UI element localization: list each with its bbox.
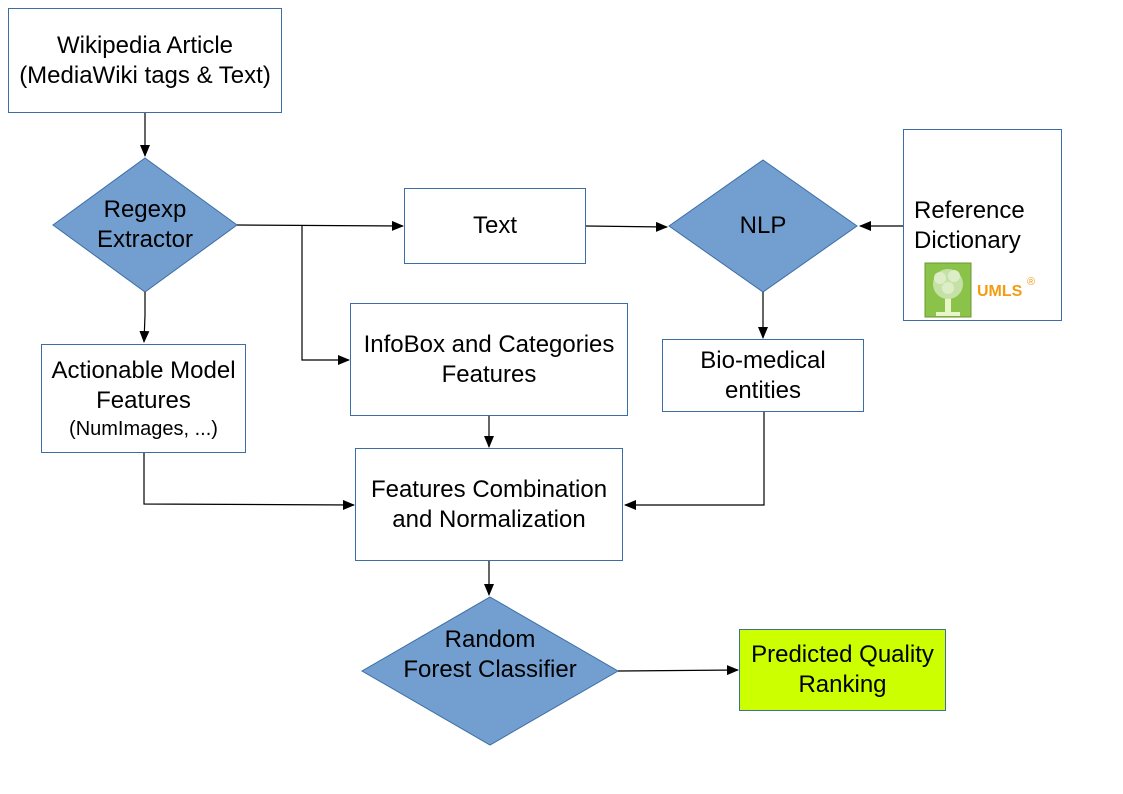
actionable-line1: Actionable Model — [51, 356, 236, 384]
infobox-categories-features-box[interactable]: InfoBox and Categories Features — [350, 303, 628, 416]
actionable-line3: (NumImages, ...) — [69, 417, 218, 440]
infobox-line2: Features — [441, 360, 537, 388]
predicted-line1: Predicted Quality — [751, 641, 934, 668]
umls-logo-text: UMLS — [977, 283, 1023, 300]
infobox-line1: InfoBox and Categories — [363, 330, 615, 358]
edge-actionable-to-combination — [143, 453, 355, 510]
edge-text-to-nlp — [585, 221, 668, 232]
predicted-quality-ranking-box[interactable]: Predicted Quality Ranking — [739, 629, 946, 711]
reference-line1: Reference — [914, 197, 1025, 224]
combination-line2: and Normalization — [392, 506, 586, 533]
edge-randomforest-to-predicted — [617, 665, 739, 676]
random-forest-line2: Forest Classifier — [403, 656, 577, 683]
wikipedia-article-title: Wikipedia Article — [56, 31, 234, 59]
nlp-label: NLP — [669, 196, 857, 256]
regexp-line2: Extractor — [96, 226, 194, 253]
reference-dictionary-box[interactable]: Reference Dictionary — [903, 129, 1062, 321]
biomedical-line2: entities — [724, 376, 802, 404]
text-box[interactable]: Text — [404, 188, 586, 264]
wikipedia-article-box[interactable]: Wikipedia Article (MediaWiki tags & Text… — [8, 8, 282, 113]
umls-logo-icon — [924, 262, 972, 318]
actionable-model-features-box[interactable]: Actionable Model Features (NumImages, ..… — [41, 344, 246, 453]
features-combination-box[interactable]: Features Combination and Normalization — [355, 448, 623, 561]
edge-regexp-to-actionable — [139, 292, 150, 343]
edge-biomedical-to-combination — [624, 412, 765, 510]
actionable-line2: Features — [96, 386, 191, 414]
regexp-line1: Regexp — [103, 196, 187, 223]
random-forest-classifier-label: Random Forest Classifier — [372, 624, 608, 686]
reference-line2: Dictionary — [914, 227, 1021, 254]
edge-regexp-to-infobox — [301, 225, 350, 365]
umls-registered-mark: ® — [1027, 276, 1036, 288]
biomedical-line1: Bio-medical — [700, 346, 826, 374]
wikipedia-article-subtitle: (MediaWiki tags & Text) — [19, 61, 271, 89]
predicted-line2: Ranking — [798, 671, 887, 698]
edge-regexp-to-text — [236, 220, 404, 231]
nlp-text: NLP — [739, 212, 787, 239]
text-label: Text — [472, 212, 517, 239]
regexp-extractor-label: Regexp Extractor — [53, 190, 237, 260]
biomedical-entities-box[interactable]: Bio-medical entities — [662, 339, 864, 412]
random-forest-diamond[interactable] — [361, 596, 619, 746]
random-forest-line1: Random — [444, 626, 536, 653]
combination-line1: Features Combination — [370, 476, 608, 503]
